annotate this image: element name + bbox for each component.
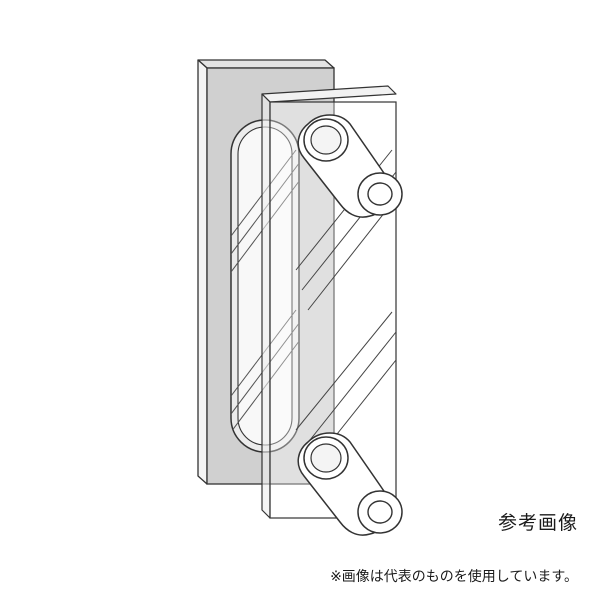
reference-image-label: 参考画像 bbox=[497, 512, 578, 534]
lower-knob bbox=[297, 432, 403, 536]
upper-knob bbox=[297, 114, 403, 218]
representative-image-footnote: ※画像は代表のものを使用しています。 bbox=[330, 569, 578, 585]
